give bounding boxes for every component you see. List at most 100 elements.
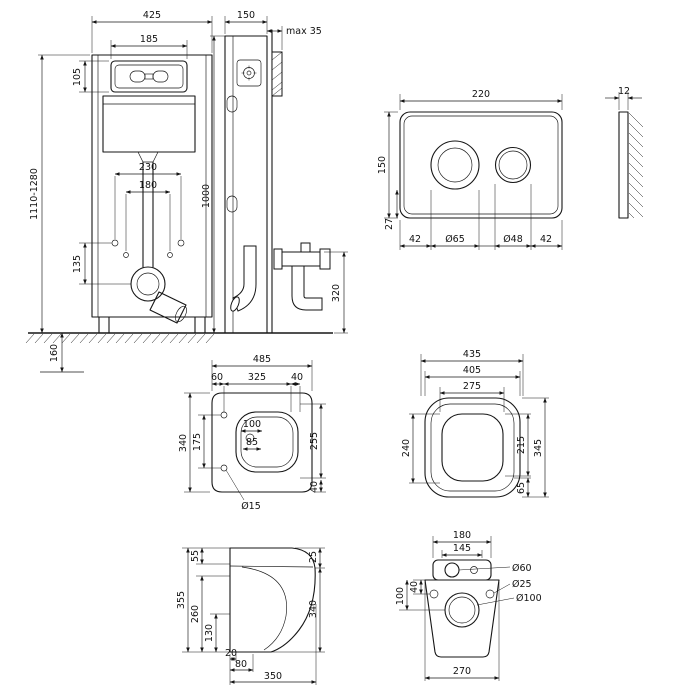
drain-outlet xyxy=(130,266,166,302)
dim-rear-drain-dia: Ø100 xyxy=(516,593,542,604)
dim-bowl-side-rim: 40 xyxy=(309,481,320,493)
dim-plate-thickness: 12 xyxy=(618,86,630,97)
frame-outline xyxy=(91,54,213,318)
dim-bowl-opening-depth: 325 xyxy=(248,372,266,383)
fixing-bolt xyxy=(167,252,173,258)
rear-drain xyxy=(444,592,480,628)
drain-bend-pipe xyxy=(230,245,257,312)
dim-side-bottom-offset-b: 80 xyxy=(235,659,247,670)
rear-inlet xyxy=(444,562,460,578)
plate-big-button xyxy=(430,140,480,190)
dim-plate-width: 220 xyxy=(472,89,490,100)
frame-front-dimensions: 425 185 105 1110-1280 230 180 135 160 xyxy=(29,10,213,373)
dim-bowl-width-total: 340 xyxy=(178,434,189,452)
frame-clip xyxy=(226,195,238,213)
dim-rear-top-width: 180 xyxy=(453,530,471,541)
dim-frame-width-access: 185 xyxy=(140,34,158,45)
bowl-side-view: 355 55 260 130 25 340 20 80 350 xyxy=(176,547,325,685)
dim-rear-drain-offset: 100 xyxy=(395,587,406,605)
actuator-gear-icon xyxy=(241,65,257,81)
dim-seat-depth-total: 435 xyxy=(463,349,481,360)
dim-outlet-height: 320 xyxy=(331,284,342,302)
dim-frame-height-access: 105 xyxy=(72,68,83,86)
dim-bowl-inlet-depth: 85 xyxy=(246,437,258,448)
dim-frame-width-total: 425 xyxy=(143,10,161,21)
dim-frame-height-range: 1110-1280 xyxy=(29,168,40,220)
dim-bowl-depth-total: 485 xyxy=(253,354,271,365)
dim-plate-height: 150 xyxy=(377,156,388,174)
dim-wall-max: max 35 xyxy=(286,26,322,37)
dim-rear-bottom-width: 270 xyxy=(453,666,471,677)
wall-section-hatch xyxy=(628,112,644,219)
seat-top-view: 435 405 275 240 215 345 65 xyxy=(401,349,549,498)
dim-rear-tank-width: 145 xyxy=(453,543,471,554)
cistern xyxy=(102,95,196,153)
dim-seat-width-total: 345 xyxy=(533,439,544,457)
dim-seat-inner-depth: 275 xyxy=(463,381,481,392)
dim-frame-drain-offset: 135 xyxy=(72,255,83,273)
dim-side-height-total: 355 xyxy=(176,591,187,609)
plate-outline xyxy=(399,111,563,219)
dim-plate-bottom-offset: 27 xyxy=(384,218,395,230)
dim-floor-depth: 160 xyxy=(49,344,60,362)
dim-seat-lid-width-lower: 65 xyxy=(516,482,527,494)
plate-profile xyxy=(618,111,629,219)
dim-bowl-bolt-width: 175 xyxy=(192,433,203,451)
frame-side-view: 150 max 35 1000 320 xyxy=(201,10,348,334)
fixing-bolt xyxy=(177,239,185,247)
dim-plate-small-button: Ø48 xyxy=(503,234,523,245)
flush-plate-side-view: 12 xyxy=(605,86,644,219)
plate-small-button xyxy=(494,146,532,184)
dim-seat-inner-width: 240 xyxy=(401,439,412,457)
fixing-bolt xyxy=(123,252,129,258)
rear-mounting-hole xyxy=(485,589,495,599)
dim-side-depth-total: 350 xyxy=(264,671,282,682)
supply-pipe-assembly xyxy=(273,242,331,311)
dim-frame-depth: 150 xyxy=(237,10,255,21)
outlet-elbow xyxy=(291,265,323,311)
lid-outline xyxy=(424,397,521,498)
dim-side-seat-thickness: 25 xyxy=(308,551,319,563)
dim-bowl-hole-dia: Ø15 xyxy=(241,501,261,512)
dim-frame-height: 1000 xyxy=(201,184,212,208)
dim-plate-margin-right: 42 xyxy=(540,234,552,245)
bowl-top-view: 485 60 325 40 340 175 100 85 255 40 Ø15 xyxy=(178,354,326,512)
bowl-outline xyxy=(211,392,313,493)
lid-inner xyxy=(441,413,504,482)
flush-button-left xyxy=(129,70,146,83)
dim-seat-lid-depth: 405 xyxy=(463,365,481,376)
frame-front-view xyxy=(91,54,213,334)
dim-side-drain-height: 130 xyxy=(204,624,215,642)
dim-frame-bolt-outer: 230 xyxy=(139,162,157,173)
frame-clip xyxy=(226,95,238,113)
dim-rear-hole-dia: Ø25 xyxy=(512,579,532,590)
dim-side-front-height: 340 xyxy=(308,600,319,618)
dim-bowl-front-rim: 40 xyxy=(291,372,303,383)
bowl-rear-view: 180 145 40 100 Ø60 Ø25 Ø100 270 xyxy=(395,530,542,681)
dim-bowl-inlet-width: 100 xyxy=(243,419,261,430)
fixing-bolt xyxy=(111,239,119,247)
flush-plate-front-view: 220 150 27 42 Ø65 Ø48 42 xyxy=(377,89,563,250)
flush-button-right xyxy=(152,70,169,83)
side-profile xyxy=(229,547,316,653)
dim-bowl-opening-width: 255 xyxy=(309,432,320,450)
frame-column xyxy=(224,35,268,334)
mounting-hole xyxy=(220,411,228,419)
flush-plate-block xyxy=(271,51,283,97)
rear-small-hole xyxy=(470,566,478,574)
dim-seat-lid-width-upper: 215 xyxy=(516,436,527,454)
inner-bowl-line xyxy=(241,566,287,651)
dim-side-back-height: 260 xyxy=(190,605,201,623)
dim-rear-inlet-dia: Ø60 xyxy=(512,563,532,574)
dim-bowl-back-ledge: 60 xyxy=(211,372,223,383)
dim-plate-big-button: Ø65 xyxy=(445,234,465,245)
floor-line xyxy=(25,332,333,373)
dim-side-top-ledge: 55 xyxy=(190,550,201,562)
inlet-jet xyxy=(245,433,255,443)
dim-rear-hole-offset: 40 xyxy=(409,581,420,593)
drain-elbow xyxy=(149,291,187,324)
dim-side-bottom-offset-a: 20 xyxy=(225,648,237,659)
dim-plate-margin-left: 42 xyxy=(409,234,421,245)
